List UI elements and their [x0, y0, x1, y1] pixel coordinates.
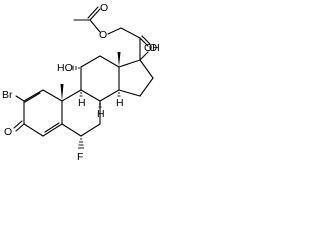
- hydrogen-14-label: H: [116, 97, 124, 109]
- hashed-hydrogen-bonds: [79, 92, 121, 108]
- c20-oxygen-label: O: [149, 42, 157, 54]
- ketone-oxygen-label: O: [4, 126, 12, 138]
- ester-oxygen-label: O: [99, 29, 107, 41]
- bond: [44, 122, 60, 133]
- bond: [99, 89, 120, 102]
- bond: [80, 89, 101, 102]
- methyl-wedge-bond: [117, 52, 121, 67]
- hydroxyl-17-label: OH: [144, 42, 160, 54]
- bond: [139, 51, 149, 61]
- bond: [120, 27, 141, 39]
- bond: [118, 89, 141, 97]
- structural-formula: O O O OH HO Br O F H H H: [2, 2, 160, 163]
- bond: [13, 120, 23, 129]
- hydroxyl-11-label: HO: [57, 62, 73, 74]
- hydroxyl-hashed-bond: [72, 65, 80, 71]
- bond: [80, 123, 101, 137]
- bond: [99, 55, 120, 68]
- bond: [42, 89, 63, 102]
- bond: [141, 35, 151, 45]
- bond: [139, 77, 154, 97]
- bond: [23, 123, 44, 137]
- methyl-wedge-bond: [60, 84, 64, 101]
- hydrogen-8-label: H: [97, 108, 105, 120]
- bond: [15, 95, 25, 102]
- hydrogen-9-label: H: [78, 97, 86, 109]
- bond: [61, 89, 82, 102]
- fluoro-hashed-bond: [78, 138, 84, 149]
- bond: [89, 8, 101, 21]
- bond: [87, 6, 99, 19]
- bond: [107, 27, 122, 35]
- fluorine-label: F: [77, 151, 83, 163]
- bond: [139, 37, 149, 47]
- bond: [42, 123, 63, 137]
- bond: [15, 123, 25, 132]
- bromine-label: Br: [2, 89, 13, 101]
- acetyl-carbonyl-oxygen-label: O: [100, 2, 108, 14]
- bond: [118, 59, 141, 68]
- bond: [61, 123, 82, 137]
- bond: [23, 89, 44, 102]
- bond: [139, 59, 154, 79]
- bond: [80, 55, 101, 68]
- bond: [24, 92, 41, 103]
- bond: [89, 19, 101, 33]
